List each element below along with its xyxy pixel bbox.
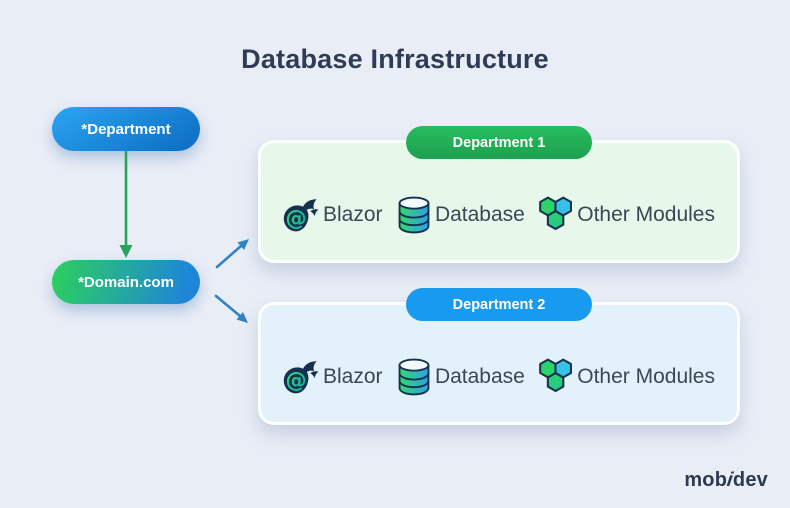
- database-item: Database: [397, 357, 525, 397]
- svg-text:@: @: [285, 368, 306, 393]
- department-2-items: @ Blazor Database Other: [261, 305, 737, 422]
- svg-text:@: @: [285, 206, 306, 231]
- item-label: Database: [434, 202, 525, 226]
- mobidev-logo: mobidev: [684, 469, 768, 492]
- arrow-up-right-icon: [215, 239, 249, 269]
- department-2-badge: Department 2: [406, 288, 592, 321]
- department-node: *Department: [52, 107, 200, 151]
- department-1-badge: Department 1: [406, 126, 592, 159]
- department-2-panel: Department 2 @ Blazor Database: [258, 288, 740, 425]
- blazor-icon: @: [283, 198, 319, 231]
- other-modules-item: Other Modules: [539, 196, 715, 234]
- item-label: Database: [434, 364, 525, 388]
- database-item: Database: [397, 195, 525, 235]
- logo-part: mob: [684, 469, 728, 491]
- department-1-panel: Department 1 @ Blazor: [258, 126, 740, 263]
- database-icon: [398, 358, 430, 395]
- logo-part: dev: [732, 469, 768, 491]
- department-1-items: @ Blazor Database: [261, 143, 737, 260]
- other-modules-item: Other Modules: [539, 358, 715, 396]
- domain-node-label: *Domain.com: [78, 273, 174, 291]
- item-label: Other Modules: [577, 202, 715, 226]
- item-label: Blazor: [323, 364, 383, 388]
- arrow-down-right-icon: [214, 294, 248, 323]
- department-node-label: *Department: [81, 120, 171, 138]
- blazor-item: @ Blazor: [283, 197, 383, 233]
- hexagon-modules-icon: [539, 358, 573, 392]
- arrow-down-icon: [119, 150, 133, 258]
- hexagon-modules-icon: [539, 196, 573, 230]
- item-label: Blazor: [323, 202, 383, 226]
- blazor-icon: @: [283, 360, 319, 393]
- item-label: Other Modules: [577, 364, 715, 388]
- domain-node: *Domain.com: [52, 260, 200, 304]
- blazor-item: @ Blazor: [283, 359, 383, 395]
- page-title: Database Infrastructure: [241, 44, 549, 74]
- database-icon: [398, 196, 430, 233]
